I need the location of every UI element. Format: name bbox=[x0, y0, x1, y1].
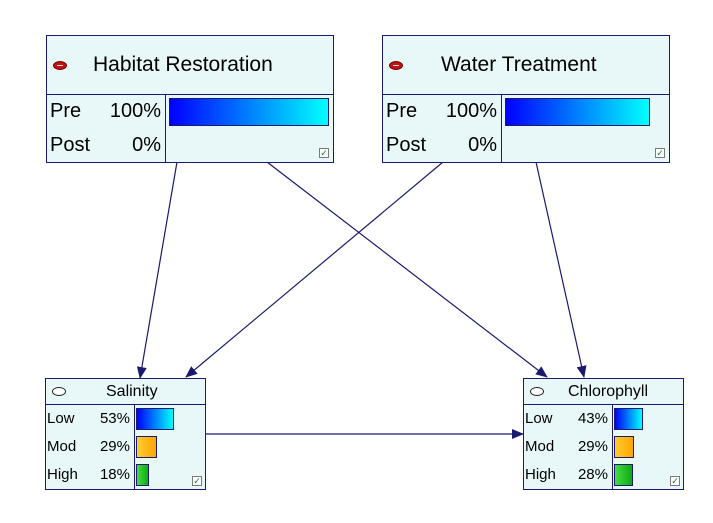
edge-water-salinity bbox=[185, 161, 444, 378]
state-label: Mod bbox=[525, 438, 555, 455]
state-row: Post 0% bbox=[47, 129, 333, 163]
state-label: Post bbox=[386, 134, 427, 156]
state-label: Post bbox=[50, 134, 91, 156]
state-row: Pre 100% bbox=[383, 95, 669, 129]
state-percent: 100% bbox=[109, 100, 161, 122]
state-percent: 18% bbox=[99, 466, 130, 483]
probability-bar bbox=[614, 408, 643, 430]
node-header[interactable]: Habitat Restoration bbox=[47, 36, 333, 95]
edge-water-chlorophyll bbox=[535, 161, 587, 378]
state-label: Mod bbox=[47, 438, 77, 455]
state-row: High 28% bbox=[524, 461, 683, 489]
state-percent: 53% bbox=[99, 410, 130, 427]
state-percent: 0% bbox=[468, 134, 497, 156]
checkbox-icon[interactable]: ✓ bbox=[670, 476, 680, 486]
edge-habitat-chlorophyll bbox=[266, 161, 548, 378]
state-row: Mod 29% bbox=[46, 433, 205, 461]
node-title: Chlorophyll bbox=[568, 382, 649, 400]
state-row: Mod 29% bbox=[524, 433, 683, 461]
state-label: Low bbox=[525, 410, 553, 427]
chance-node-icon bbox=[530, 387, 544, 396]
node-header[interactable]: Chlorophyll bbox=[524, 379, 683, 405]
state-label: Pre bbox=[386, 100, 418, 122]
probability-bar bbox=[614, 436, 634, 458]
probability-bar bbox=[136, 464, 149, 486]
state-label: High bbox=[47, 466, 78, 483]
checkbox-icon[interactable]: ✓ bbox=[192, 476, 202, 486]
state-percent: 43% bbox=[577, 410, 608, 427]
state-row: Pre 100% bbox=[47, 95, 333, 129]
node-water-treatment[interactable]: Water Treatment Pre 100% Post 0% ✓ bbox=[382, 35, 670, 163]
state-percent: 28% bbox=[577, 466, 608, 483]
state-row: Low 43% bbox=[524, 405, 683, 433]
node-header[interactable]: Salinity bbox=[46, 379, 205, 405]
decision-node-icon bbox=[53, 60, 67, 70]
probability-bar bbox=[505, 98, 650, 126]
edge-habitat-salinity bbox=[136, 161, 178, 379]
node-salinity[interactable]: Salinity Low 53% Mod 29% High 18% ✓ bbox=[45, 378, 206, 490]
node-header[interactable]: Water Treatment bbox=[383, 36, 669, 95]
node-title: Salinity bbox=[106, 382, 158, 400]
checkbox-icon[interactable]: ✓ bbox=[319, 148, 329, 158]
state-label: Pre bbox=[50, 100, 82, 122]
probability-bar bbox=[136, 436, 157, 458]
node-title: Water Treatment bbox=[441, 53, 597, 76]
probability-bar bbox=[614, 464, 633, 486]
node-chlorophyll[interactable]: Chlorophyll Low 43% Mod 29% High 28% ✓ bbox=[523, 378, 684, 490]
state-percent: 0% bbox=[132, 134, 161, 156]
state-percent: 100% bbox=[445, 100, 497, 122]
state-row: Post 0% bbox=[383, 129, 669, 163]
state-label: Low bbox=[47, 410, 75, 427]
probability-bar bbox=[136, 408, 174, 430]
state-row: High 18% bbox=[46, 461, 205, 489]
state-percent: 29% bbox=[577, 438, 608, 455]
node-title: Habitat Restoration bbox=[93, 53, 273, 76]
state-percent: 29% bbox=[99, 438, 130, 455]
state-label: High bbox=[525, 466, 556, 483]
state-row: Low 53% bbox=[46, 405, 205, 433]
node-habitat-restoration[interactable]: Habitat Restoration Pre 100% Post 0% ✓ bbox=[46, 35, 334, 163]
probability-bar bbox=[169, 98, 329, 126]
checkbox-icon[interactable]: ✓ bbox=[655, 148, 665, 158]
chance-node-icon bbox=[52, 387, 66, 396]
decision-node-icon bbox=[389, 60, 403, 70]
